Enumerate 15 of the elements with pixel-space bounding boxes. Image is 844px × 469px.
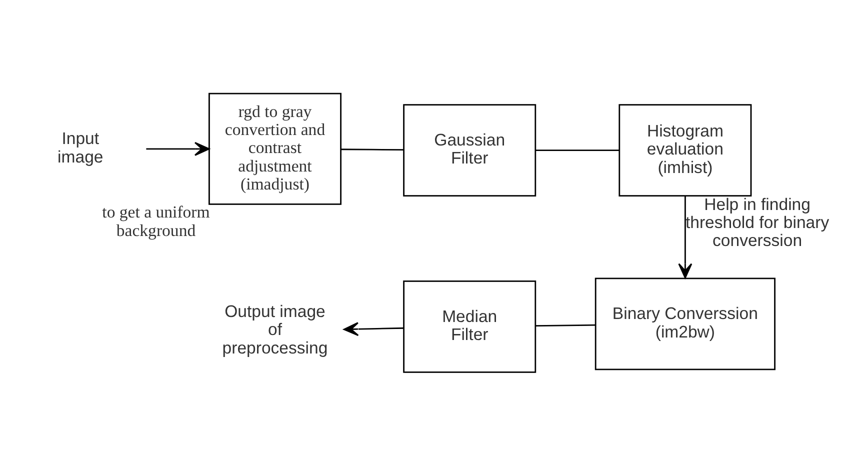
connector [535, 324, 596, 326]
node-box: Gaussian Filter [403, 104, 536, 196]
node-text: Input image [58, 128, 104, 166]
node-label: to get a uniform background [102, 202, 210, 240]
arrow [678, 196, 692, 278]
arrow [146, 141, 210, 156]
connector [535, 149, 620, 150]
connector [340, 148, 404, 150]
edge-label: Help in finding threshold for binary converssion [685, 194, 830, 250]
node-text: Output image of preprocessing [222, 302, 328, 357]
node-box: rgd to gray convertion and contrast adjustment (imadjust) [208, 92, 342, 204]
node-box: Binary Converssion (im2bw) [594, 277, 776, 370]
node-box: Histogram evaluation (imhist) [618, 104, 752, 196]
arrow [343, 322, 404, 336]
node-box: Median Filter [403, 280, 536, 372]
